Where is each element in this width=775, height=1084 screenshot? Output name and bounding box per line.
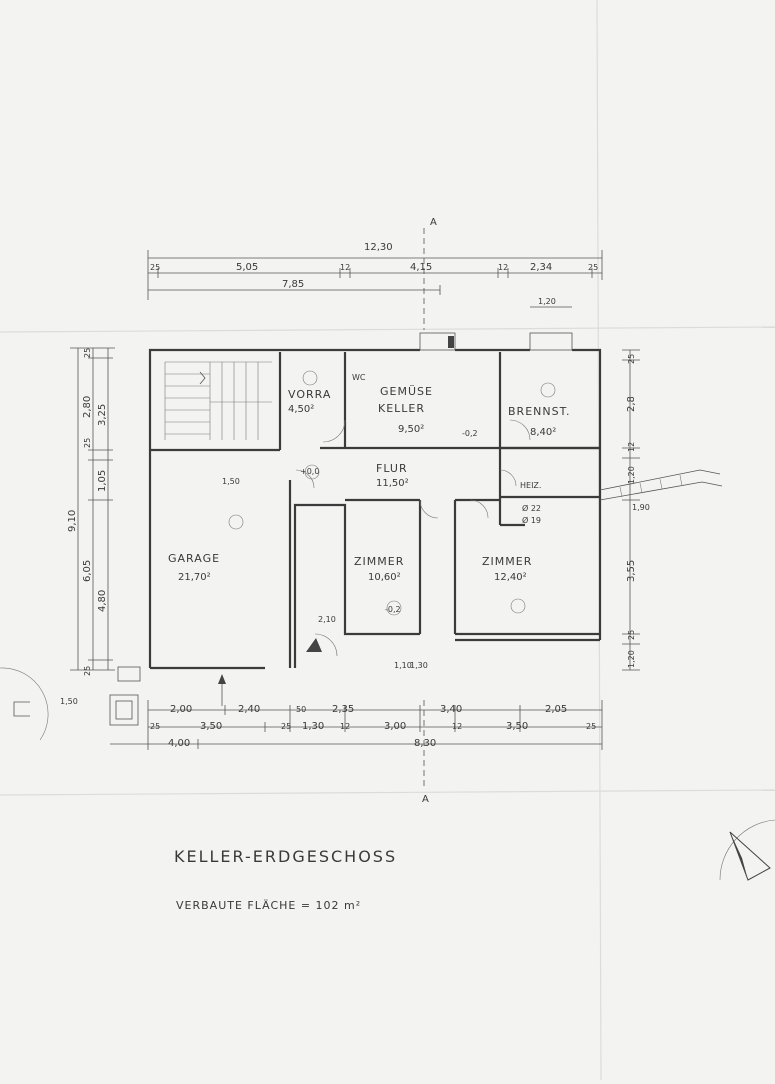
dim-top-6: 2,34 (530, 262, 552, 273)
room-name-garage: GARAGE (168, 552, 220, 565)
dim-top-1: 25 (150, 263, 160, 272)
annotation-path-width: 1,90 (632, 503, 650, 512)
dim-bottom-4: 2,35 (332, 704, 354, 715)
dim-left-3: 3,25 (97, 404, 108, 426)
dim-top-row2: 7,85 (282, 279, 304, 290)
dim-bottom-14: 3,50 (506, 721, 528, 732)
room-area-brennst: 8,40² (530, 427, 556, 438)
dim-bottom-11: 12 (340, 722, 350, 731)
room-area-zimmer-2: 12,40² (494, 572, 527, 583)
built-area-label: VERBAUTE FLÄCHE = 102 m² (176, 899, 361, 912)
room-name-wc: WC (352, 373, 366, 382)
right-dimensions: 25 2,8 12 1,20 3,55 25 1,20 (622, 349, 640, 671)
entry-steps (109, 666, 226, 726)
outside-path (599, 469, 723, 501)
annotation-flue-2: Ø 19 (522, 515, 541, 525)
title-block: KELLER-ERDGESCHOSS VERBAUTE FLÄCHE = 102… (174, 847, 397, 912)
room-area-vorraum: 4,50² (288, 404, 314, 415)
dim-top-row3: 1,20 (538, 297, 556, 306)
annotation-corner-level: 1,50 (60, 697, 78, 706)
interior-walls (150, 352, 600, 668)
dim-right-3: 12 (627, 442, 636, 452)
dim-bottom-5: 3,40 (440, 704, 462, 715)
left-dimensions: 9,10 25 2,80 3,25 25 1,05 6,05 4,80 25 (67, 347, 115, 676)
section-label-bottom: A (422, 794, 429, 805)
dim-bottom-1: 2,00 (170, 704, 192, 715)
dim-bottom-13: 12 (452, 722, 462, 731)
dim-left-2: 2,80 (82, 396, 93, 418)
building-outline (148, 332, 602, 670)
dim-right-1: 25 (627, 354, 636, 364)
dim-overall-depth: 9,10 (67, 510, 78, 532)
dim-overall-width: 12,30 (364, 242, 393, 253)
dim-right-2: 2,8 (626, 396, 637, 412)
dim-left-5: 1,05 (97, 470, 108, 492)
section-line-a: A A (422, 217, 437, 805)
annotation-level-zimmer: -0,2 (385, 605, 401, 614)
section-label-top: A (430, 217, 437, 228)
annotation-level-gemuese: -0,2 (462, 429, 478, 438)
dim-top-2: 5,05 (236, 262, 258, 273)
dim-bottom-2: 2,40 (238, 704, 260, 715)
plan-title: KELLER-ERDGESCHOSS (174, 847, 397, 866)
dim-bottom-16: 4,00 (168, 738, 190, 749)
dim-right-5: 3,55 (626, 560, 637, 582)
dim-bottom-10: 1,30 (302, 721, 324, 732)
dim-top-5: 12 (498, 263, 508, 272)
dim-bottom-15: 25 (586, 722, 596, 731)
room-name-zimmer-1: ZIMMER (354, 555, 404, 568)
dim-bottom-7: 25 (150, 722, 160, 731)
dim-bottom-17: 8,30 (414, 738, 436, 749)
annotation-door-height-1: 1,10 (394, 661, 412, 670)
dim-right-4: 1,20 (627, 466, 636, 484)
room-labels: VORRA 4,50² WC GEMÜSE KELLER 9,50² BRENN… (168, 373, 571, 583)
room-name-vorraum: VORRA (288, 388, 331, 401)
room-name-brennst: BRENNST. (508, 405, 571, 418)
dim-top-4: 4,15 (410, 262, 432, 273)
north-arrow-icon (719, 819, 775, 881)
paper-fold-line (0, 789, 775, 796)
dim-left-1: 25 (83, 348, 92, 358)
dim-bottom-8: 3,50 (200, 721, 222, 732)
annotation-flue-1: Ø 22 (522, 503, 541, 513)
staircase (164, 361, 272, 440)
annotation-level-flur: +0,0 (300, 467, 319, 476)
room-name-flur: FLUR (376, 462, 408, 475)
top-dimensions: 12,30 25 5,05 12 4,15 12 2,34 25 7,85 1,… (147, 242, 603, 308)
annotation-door-height-2: 1,30 (410, 661, 428, 670)
dim-right-7: 1,20 (627, 650, 636, 668)
dim-bottom-3: 50 (296, 705, 306, 714)
door-swings (295, 419, 531, 657)
dim-top-3: 12 (340, 263, 350, 272)
paper-fold-line (0, 326, 775, 333)
room-area-zimmer-1: 10,60² (368, 572, 401, 583)
dim-bottom-9: 25 (281, 722, 291, 731)
dim-top-7: 25 (588, 263, 598, 272)
dim-left-8: 25 (83, 666, 92, 676)
room-name-gemuese-line1: GEMÜSE (380, 385, 433, 398)
neighbour-sketch (0, 667, 49, 741)
annotation-door-height-3: 2,10 (318, 615, 336, 624)
annotation-garage-height: 1,50 (222, 477, 240, 486)
bottom-dimensions: 2,00 2,40 50 2,35 3,40 2,05 25 3,50 25 1… (110, 700, 603, 750)
room-name-heiz: HEIZ. (520, 481, 541, 490)
room-name-gemuese-line2: KELLER (378, 402, 425, 415)
room-area-flur: 11,50² (376, 478, 409, 489)
dim-left-4: 25 (83, 438, 92, 448)
room-area-garage: 21,70² (178, 572, 211, 583)
annotations: 1,50 1,50 -0,2 -0,2 +0,0 1,10 1,30 2,10 … (60, 370, 650, 706)
dim-right-6: 25 (627, 630, 636, 640)
dim-bottom-12: 3,00 (384, 721, 406, 732)
dim-bottom-6: 2,05 (545, 704, 567, 715)
dim-left-6: 6,05 (82, 560, 93, 582)
room-name-zimmer-2: ZIMMER (482, 555, 532, 568)
dim-left-7: 4,80 (97, 590, 108, 612)
room-area-gemuese: 9,50² (398, 424, 424, 435)
